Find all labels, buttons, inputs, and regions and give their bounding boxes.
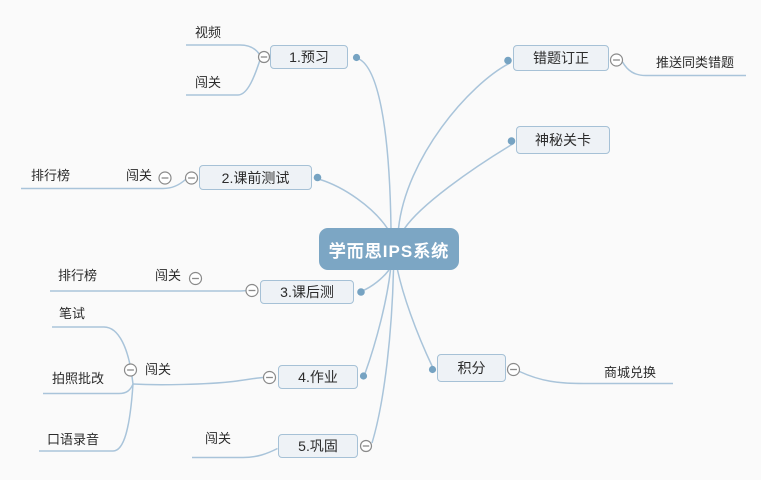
branch-line bbox=[186, 60, 261, 96]
collapse-button[interactable] bbox=[359, 439, 373, 453]
root-branch-curve bbox=[396, 269, 434, 368]
node-preview[interactable]: 1.预习 bbox=[270, 45, 348, 69]
connection-dot bbox=[357, 288, 365, 296]
root-branch-curve bbox=[371, 269, 395, 444]
connection-dot bbox=[504, 56, 512, 65]
collapse-button[interactable] bbox=[158, 171, 172, 185]
branch-line bbox=[519, 370, 673, 385]
leaf-challenge[interactable]: 闯关 bbox=[145, 362, 172, 377]
leaf-written-test[interactable]: 笔试 bbox=[59, 306, 86, 321]
leaf-video[interactable]: 视频 bbox=[195, 25, 222, 40]
node-points[interactable]: 积分 bbox=[437, 354, 506, 382]
collapse-button[interactable] bbox=[609, 53, 624, 67]
root-branch-curve bbox=[403, 142, 514, 229]
node-homework[interactable]: 4.作业 bbox=[278, 365, 358, 389]
leaf-challenge[interactable]: 闯关 bbox=[195, 75, 222, 90]
leaf-ranking[interactable]: 排行榜 bbox=[31, 168, 71, 183]
root-branch-curve bbox=[361, 269, 390, 292]
branch-line bbox=[192, 447, 278, 459]
leaf-push-similar-errors[interactable]: 推送同类错题 bbox=[656, 55, 735, 70]
collapse-button[interactable] bbox=[123, 363, 138, 377]
node-post-class-test[interactable]: 3.课后测 bbox=[260, 280, 354, 304]
leaf-mall-exchange[interactable]: 商城兑换 bbox=[604, 365, 657, 380]
leaf-oral-recording[interactable]: 口语录音 bbox=[47, 432, 100, 447]
leaf-ranking[interactable]: 排行榜 bbox=[58, 268, 98, 283]
node-error-correction[interactable]: 错题订正 bbox=[513, 45, 609, 71]
connection-dot bbox=[359, 372, 368, 380]
root-branch-curve bbox=[364, 269, 392, 374]
leaf-challenge[interactable]: 闯关 bbox=[205, 431, 232, 446]
collapse-button[interactable] bbox=[257, 50, 271, 64]
branch-line bbox=[21, 178, 187, 190]
collapse-button[interactable] bbox=[188, 271, 203, 286]
node-mystery-level[interactable]: 神秘关卡 bbox=[516, 126, 610, 154]
branch-line bbox=[39, 383, 134, 452]
leaf-photo-grading[interactable]: 拍照批改 bbox=[52, 371, 105, 386]
connection-dot bbox=[313, 173, 322, 182]
leaf-challenge[interactable]: 闯关 bbox=[155, 268, 182, 283]
root-branch-curve bbox=[358, 58, 392, 229]
branch-line bbox=[132, 376, 264, 386]
collapse-button[interactable] bbox=[184, 171, 199, 185]
branch-line bbox=[621, 61, 746, 77]
leaf-challenge[interactable]: 闯关 bbox=[126, 168, 153, 183]
node-consolidation[interactable]: 5.巩固 bbox=[278, 434, 358, 458]
collapse-button[interactable] bbox=[245, 283, 259, 298]
root-node[interactable]: 学而思IPS系统 bbox=[319, 228, 459, 270]
collapse-button[interactable] bbox=[506, 362, 521, 377]
root-branch-curve bbox=[397, 62, 511, 229]
node-pre-class-test[interactable]: 2.课前测试 bbox=[199, 165, 312, 190]
connection-dot bbox=[352, 53, 361, 62]
collapse-button[interactable] bbox=[262, 370, 277, 385]
connection-dot bbox=[428, 365, 437, 374]
branch-line bbox=[186, 44, 261, 55]
root-branch-curve bbox=[319, 178, 389, 229]
connection-dot bbox=[507, 137, 516, 145]
